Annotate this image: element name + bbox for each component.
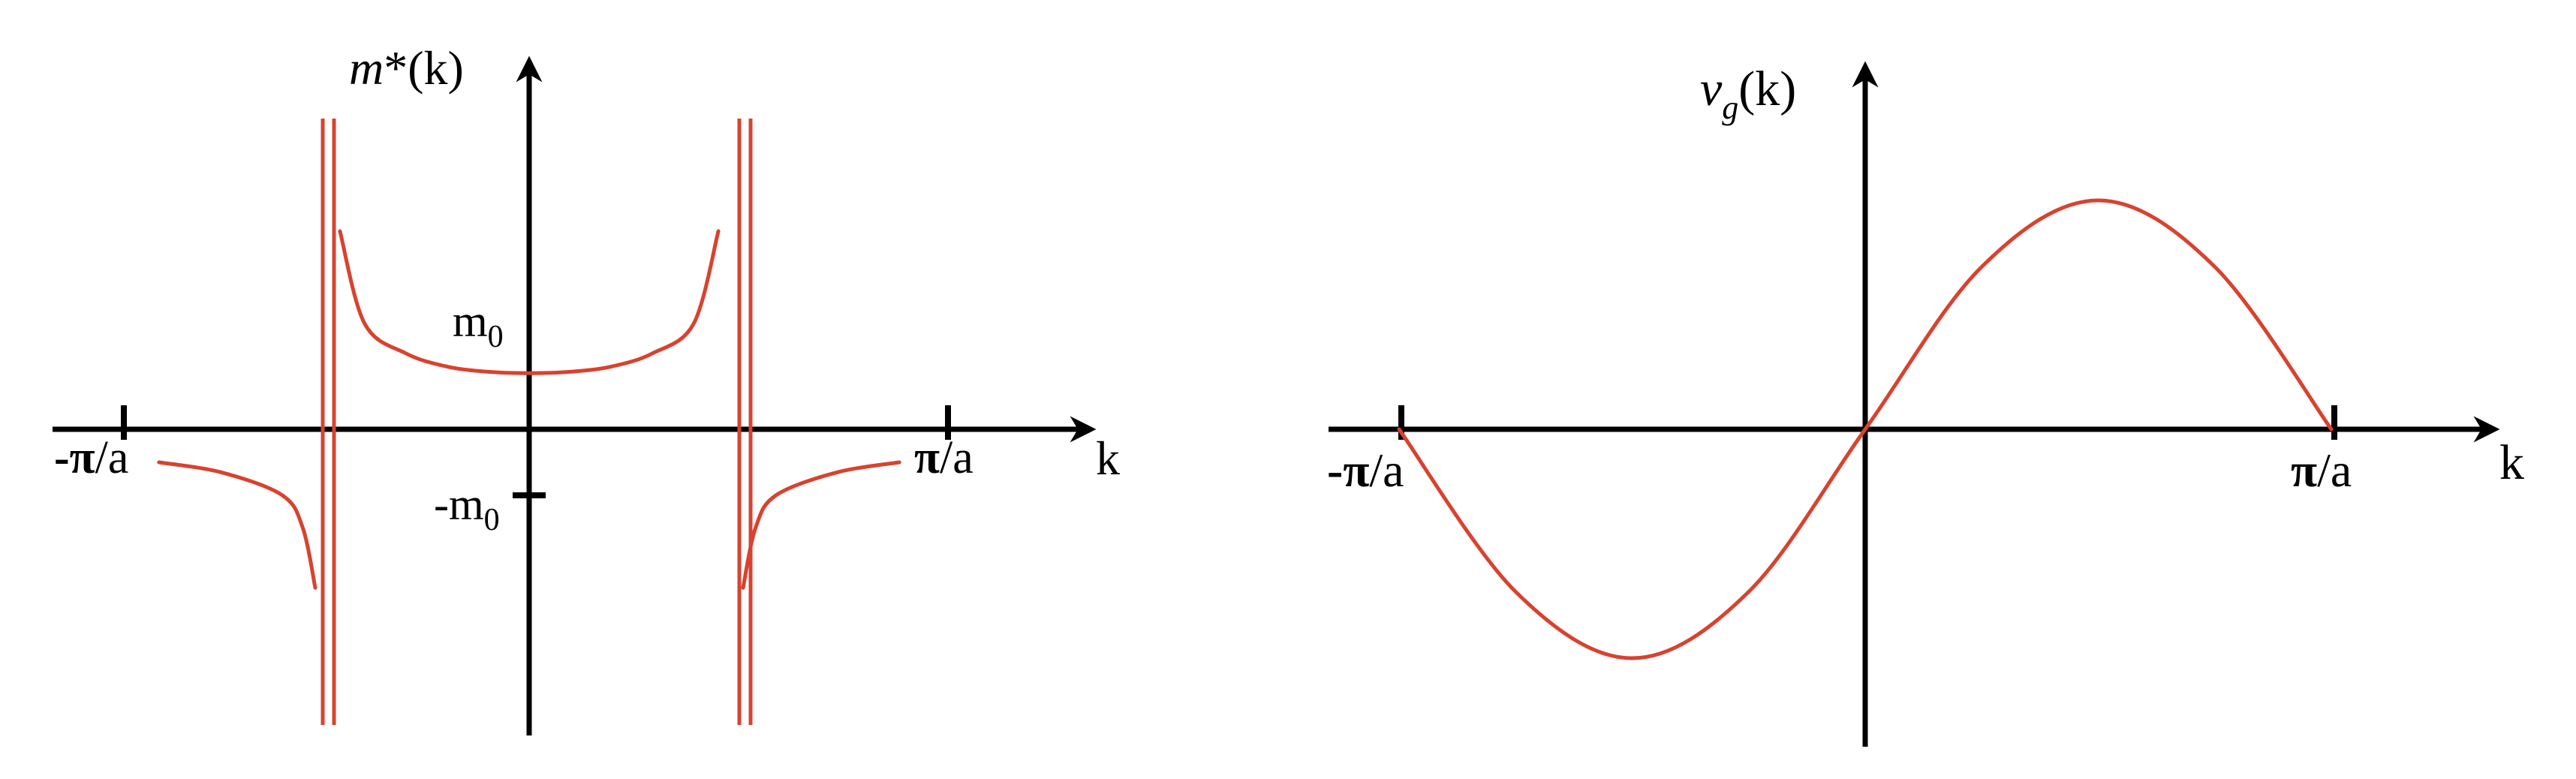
- x-tick-label-neg-pi-left: -π/a: [54, 432, 128, 483]
- velocity-curve: [1397, 198, 2334, 660]
- x-tick-label-pi-left-rest: /a: [940, 432, 974, 483]
- mass-branch-center: [338, 229, 721, 375]
- y-axis-label-right: vg(k): [1700, 62, 1796, 126]
- x-axis-label-left: k: [1096, 432, 1120, 485]
- x-tick-label-neg-pi-left-rest: /a: [95, 432, 129, 483]
- x-tick-label-pi-right-main: π: [2291, 444, 2317, 497]
- y-label-symbol-right: v: [1700, 62, 1723, 116]
- tick-label-m0: m0: [453, 296, 504, 354]
- x-tick-label-pi-left: π/a: [914, 432, 974, 483]
- tick-label-neg-m0-sub: 0: [484, 503, 500, 537]
- x-tick-label-neg-pi-right-main: -π: [1327, 444, 1369, 497]
- x-tick-label-neg-pi-left-main: -π: [54, 432, 95, 483]
- tick-label-neg-m0-main: -m: [434, 480, 484, 529]
- mass-branch-left: [157, 460, 317, 590]
- x-tick-label-neg-pi-right-rest: /a: [1369, 444, 1404, 497]
- y-label-symbol-left: m: [349, 41, 384, 95]
- mass-branch-right: [741, 460, 901, 590]
- x-tick-label-pi-left-main: π: [914, 432, 940, 483]
- y-label-suffix-left: *(k): [384, 41, 464, 95]
- x-axis-label-right: k: [2499, 435, 2524, 490]
- x-tick-label-pi-right: π/a: [2291, 444, 2352, 497]
- x-tick-label-pi-right-rest: /a: [2317, 444, 2352, 497]
- tick-label-m0-main: m: [453, 296, 488, 346]
- y-label-sub-right: g: [1722, 89, 1738, 126]
- y-label-suffix-right: (k): [1738, 62, 1796, 116]
- panel-effective-mass: m*(k) m0 -m0 -π/a π/a k: [53, 41, 1120, 735]
- panel-group-velocity: vg(k) -π/a π/a k: [1327, 61, 2524, 747]
- tick-label-neg-m0: -m0: [434, 480, 500, 537]
- y-axis-label-left: m*(k): [349, 41, 464, 95]
- tick-label-m0-sub: 0: [488, 320, 504, 354]
- x-tick-label-neg-pi-right: -π/a: [1327, 444, 1404, 497]
